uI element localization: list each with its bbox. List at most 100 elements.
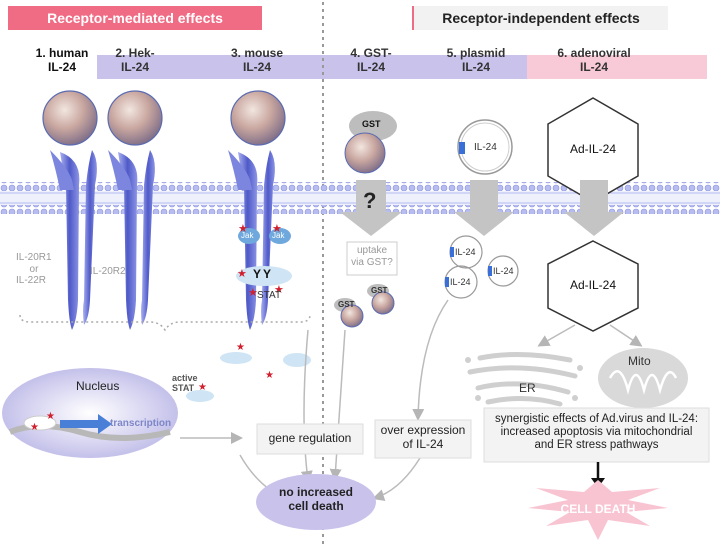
- active-stat-line2: STAT: [172, 383, 195, 394]
- svg-text:★: ★: [46, 411, 55, 422]
- plasmid-small-2-label: IL-24: [493, 266, 514, 276]
- no-increased-death-label: no increased cell death: [256, 485, 376, 514]
- arrow-gst-nodeath: [329, 329, 346, 481]
- arrow-adeno-er: [537, 324, 576, 347]
- uptake-box: [346, 241, 398, 276]
- plasmid-small-3-label: IL-24: [450, 277, 471, 287]
- header-receptor-independent: Receptor-independent effects: [412, 6, 668, 30]
- col-adeno-name: IL-24: [579, 59, 608, 74]
- plasmid-main-label: IL-24: [474, 142, 497, 153]
- col-mouse-num: 3. mouse: [230, 46, 284, 60]
- adenovirus-hexagon-inner: [547, 240, 639, 332]
- svg-text:★: ★: [274, 284, 284, 296]
- col-adeno-label: 6. adenoviral IL-24: [544, 46, 644, 75]
- mitochondrion: [598, 348, 688, 408]
- er-label: ER: [519, 381, 536, 395]
- stat-floating-3: [186, 390, 214, 402]
- stat-label: STAT: [257, 290, 282, 301]
- col-hek-num: 2. Hek-: [115, 46, 155, 60]
- receptor-r1-line2: or: [29, 263, 39, 275]
- col-plasmid-num: 5. plasmid: [446, 46, 506, 60]
- col-mouse-label: 3. mouse IL-24: [212, 46, 302, 75]
- stat-floating-2: [283, 353, 311, 367]
- synergy-line1: synergistic effects of Ad.virus and IL-2…: [494, 413, 699, 425]
- phospho-stars: ★ ★ ★ ★ ★: [237, 223, 284, 299]
- receptor-brace: [19, 314, 311, 332]
- header-rail-lavender: [97, 55, 527, 79]
- receptor-hek: [108, 150, 155, 330]
- active-stat-label: active STAT: [172, 373, 198, 394]
- uptake-line1: uptake: [356, 245, 388, 256]
- plasmid-circle: [457, 119, 513, 175]
- col-mouse-name: IL-24: [242, 59, 271, 74]
- cell-death-label: CELL DEATH: [560, 502, 636, 516]
- stat-y-right: Y: [263, 267, 272, 281]
- svg-text:★: ★: [236, 342, 245, 353]
- plasmid-small-1-label: IL-24: [455, 247, 476, 257]
- il24-protein-hek: [107, 90, 163, 146]
- il24-protein-human: [42, 90, 98, 146]
- jak-right-label: Jak: [272, 231, 285, 240]
- jak-left: [238, 228, 260, 244]
- no-death-line2: cell death: [288, 498, 344, 513]
- jak-right: [269, 228, 291, 244]
- svg-text:★: ★: [30, 422, 39, 433]
- gst-small-1-label: GST: [371, 286, 388, 295]
- jak-left-label: Jak: [241, 231, 254, 240]
- col-adeno-num: 6. adenoviral: [557, 46, 631, 60]
- receptor-r2-label: IL-20R2: [90, 266, 126, 277]
- stat-dimer: [236, 266, 292, 286]
- col-plasmid-label: 5. plasmid IL-24: [432, 46, 520, 75]
- overexpression-line2: of IL-24: [402, 436, 444, 451]
- receptor-r1-label: IL-20R1 or IL-22R: [16, 252, 52, 287]
- no-increased-death-ellipse: [256, 474, 376, 530]
- svg-text:★: ★: [272, 223, 282, 235]
- svg-text:★: ★: [238, 223, 248, 235]
- active-stat-line1: active: [172, 373, 198, 383]
- overexpression-box: [374, 419, 472, 459]
- uptake-arrow-plasmid: [454, 180, 514, 236]
- overexpression-label: over expression of IL-24: [375, 423, 471, 452]
- synergy-label: synergistic effects of Ad.virus and IL-2…: [484, 413, 709, 453]
- il24-protein-gst: [344, 132, 386, 174]
- col-gst-name: IL-24: [356, 59, 385, 74]
- svg-text:★: ★: [248, 287, 258, 299]
- gene-regulation-label: gene regulation: [268, 431, 352, 445]
- svg-text:★: ★: [198, 382, 207, 393]
- synergy-line2: increased apoptosis via mitochondrial: [500, 426, 693, 439]
- col-plasmid-name: IL-24: [461, 59, 490, 74]
- stat-floating-1: [220, 352, 252, 364]
- col-hek-label: 2. Hek- IL-24: [100, 46, 170, 75]
- uptake-arrow-adeno: [564, 180, 624, 236]
- mito-label: Mito: [628, 354, 651, 368]
- transcription-label: transcription: [110, 418, 172, 429]
- uptake-arrow-gst: [340, 180, 402, 236]
- gst-small-2-label: GST: [338, 300, 355, 309]
- gene-regulation-box: [256, 423, 364, 455]
- uptake-label: uptake via GST?: [347, 245, 397, 268]
- header-rail-pink: [527, 55, 707, 79]
- col-human-name: IL-24: [47, 59, 76, 74]
- gst-tag-label: GST: [362, 119, 381, 129]
- uptake-line2: via GST?: [351, 256, 393, 268]
- col-human-label: 1. human IL-24: [18, 46, 106, 75]
- receptor-r1-line1: IL-20R1: [16, 252, 52, 263]
- col-hek-name: IL-24: [120, 59, 149, 74]
- stat-y-left: Y: [253, 267, 262, 281]
- transcription-arrow: [60, 414, 112, 434]
- svg-text:★: ★: [265, 370, 274, 381]
- synergy-line3: and ER stress pathways: [534, 439, 659, 452]
- col-gst-label: 4. GST- IL-24: [340, 46, 402, 75]
- arrow-overexp-nodeath: [372, 457, 421, 501]
- no-death-line1: no increased: [278, 485, 354, 499]
- er-organelle: [467, 351, 578, 407]
- nucleus-label: Nucleus: [76, 379, 120, 393]
- arrow-adeno-mito: [609, 324, 643, 347]
- arrow-plasmid-overexp: [412, 299, 449, 421]
- col-gst-num: 4. GST-: [350, 46, 392, 60]
- synergy-box: [483, 407, 710, 463]
- arrow-mouse-nodeath: [300, 329, 313, 483]
- receptor-r1-line3: IL-22R: [16, 275, 47, 286]
